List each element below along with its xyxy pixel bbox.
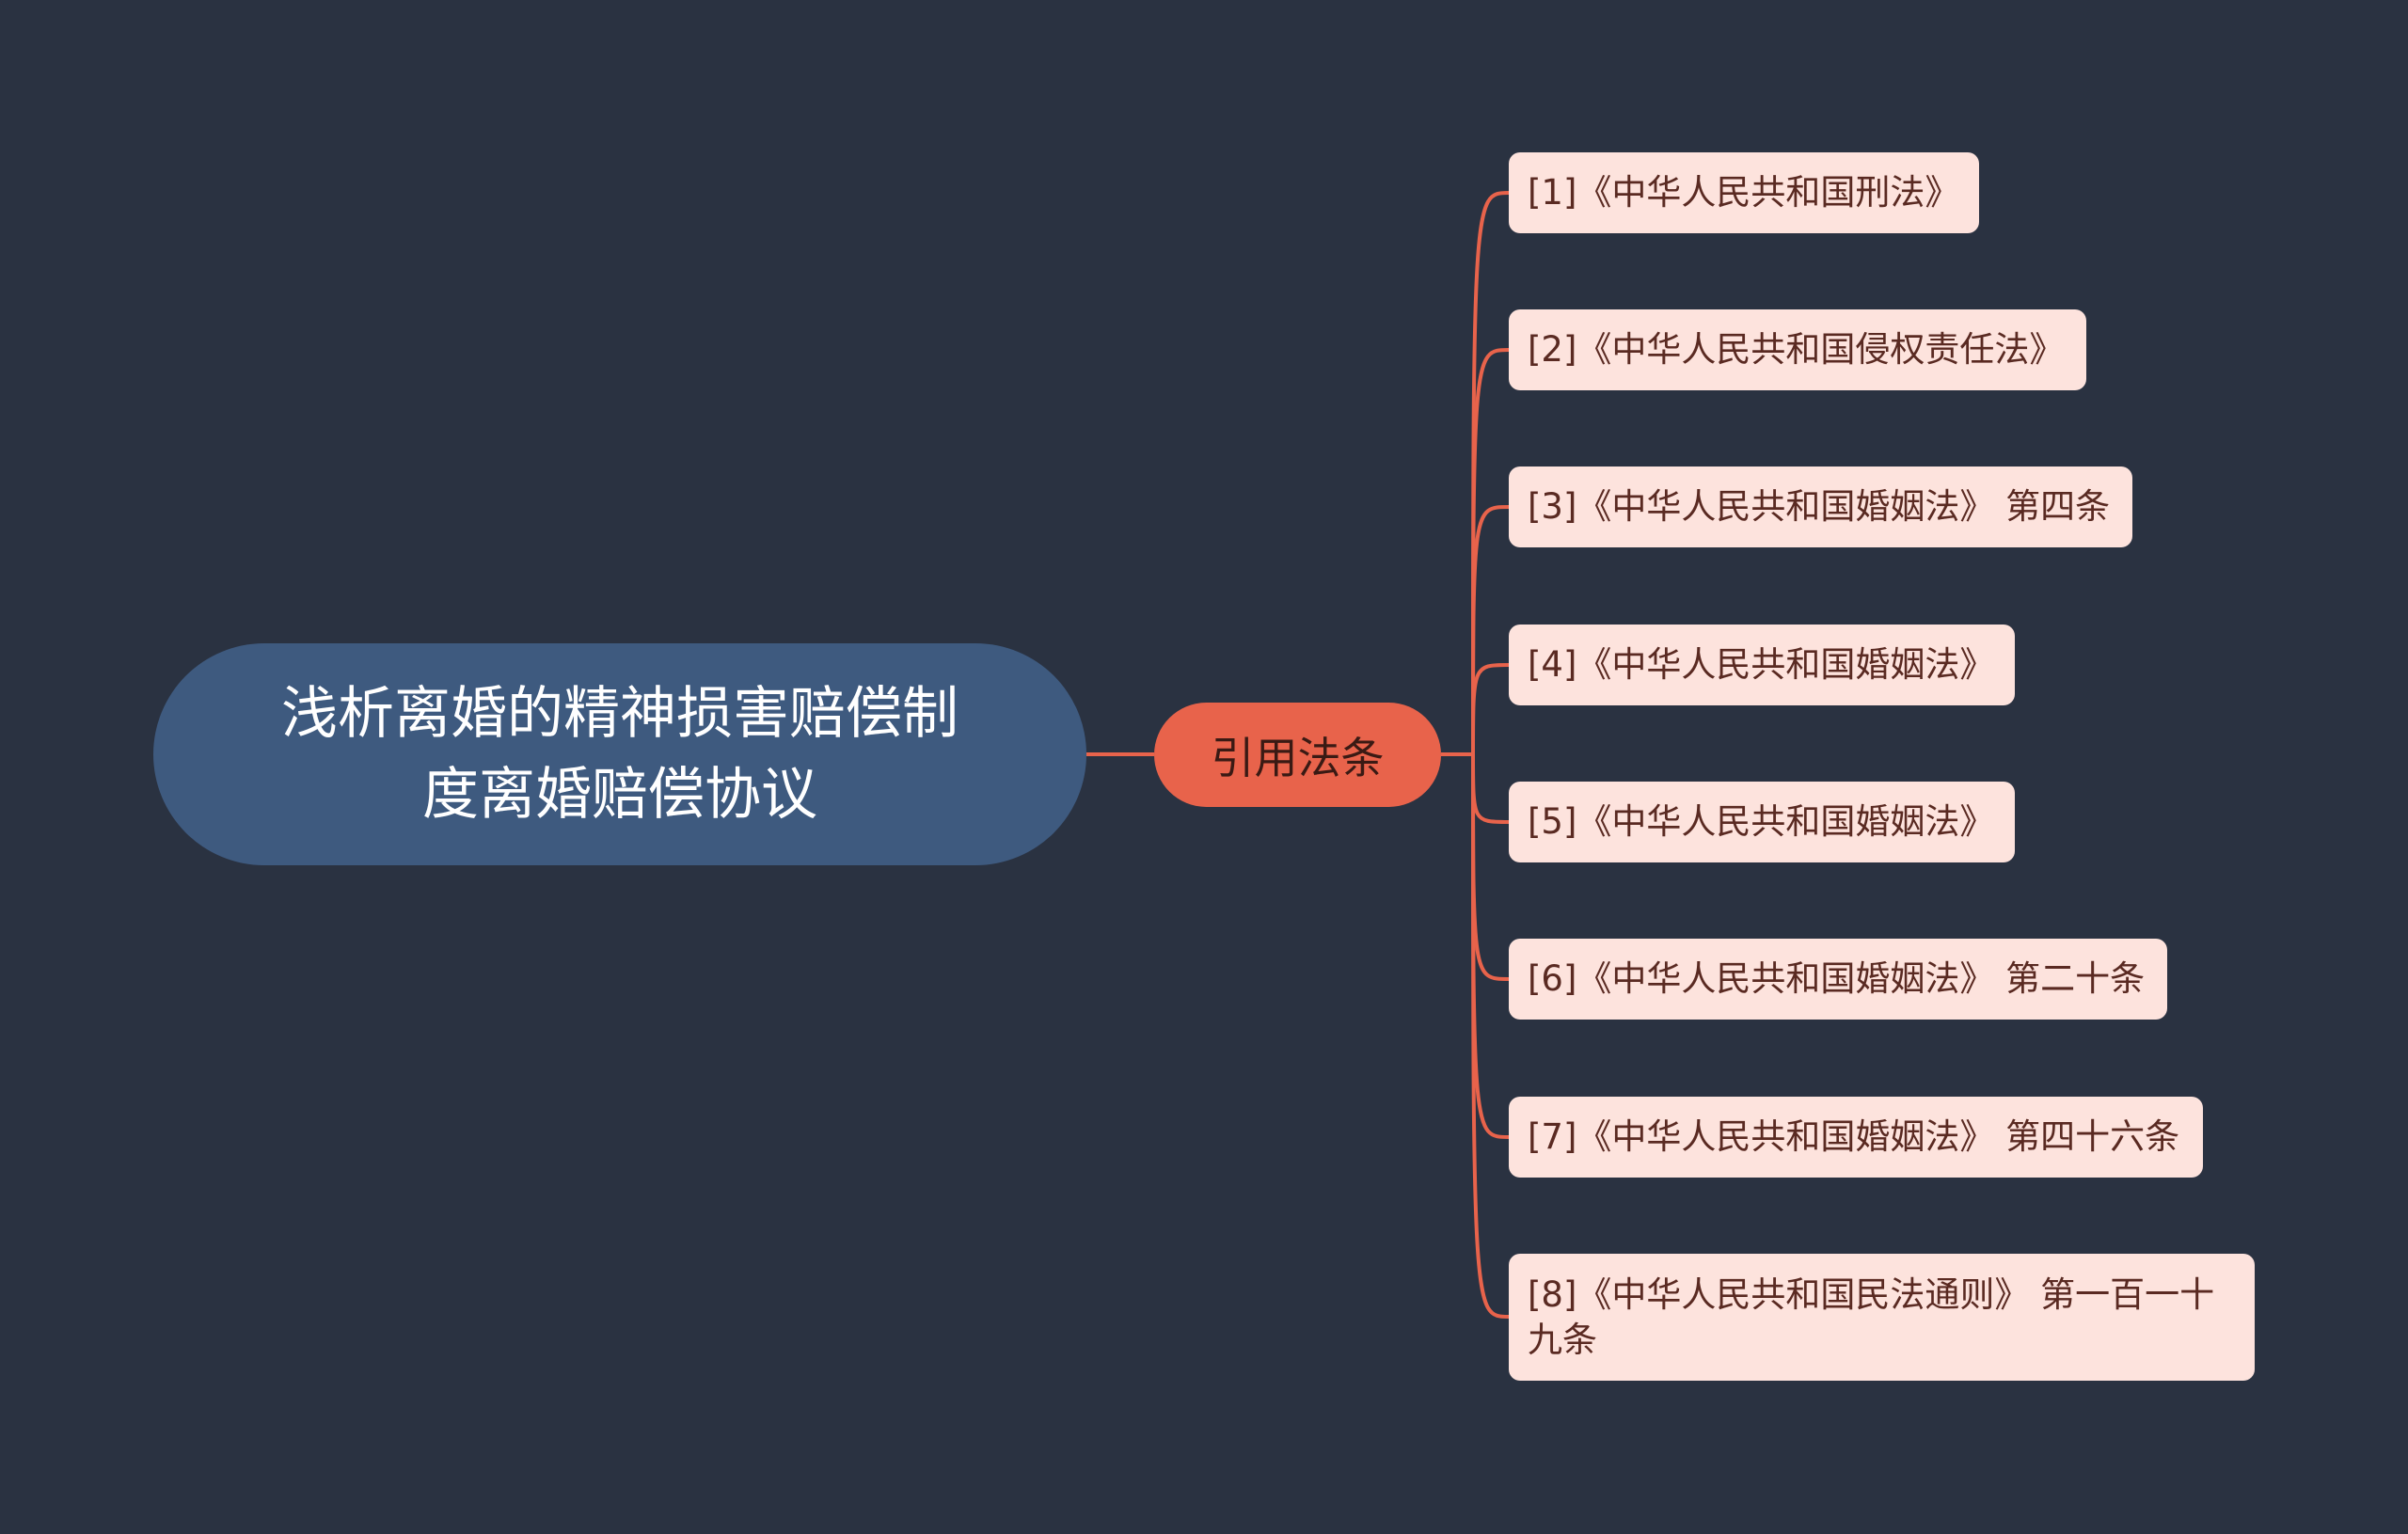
branch-topic-label: 引用法条 — [1211, 732, 1385, 783]
leaf-node-6[interactable]: [6]《中华人民共和国婚姻法》 第二十条 — [1509, 939, 2167, 1020]
connector-leaf-2 — [1471, 348, 1510, 755]
leaf-node-8[interactable]: [8]《中华人民共和国民法通则》 第一百一十九条 — [1509, 1254, 2255, 1381]
leaf-label: [4]《中华人民共和国婚姻法》 — [1528, 644, 1995, 685]
leaf-node-1[interactable]: [1]《中华人民共和国刑法》 — [1509, 152, 1979, 233]
leaf-node-3[interactable]: [3]《中华人民共和国婚姻法》 第四条 — [1509, 467, 2132, 547]
leaf-label: [2]《中华人民共和国侵权责任法》 — [1528, 329, 2065, 370]
leaf-node-7[interactable]: [7]《中华人民共和国婚姻法》 第四十六条 — [1509, 1097, 2203, 1178]
root-topic-label: 浅析离婚的精神损害赔偿制度离婚赔偿协议 — [281, 681, 958, 828]
connector-leaf-5 — [1471, 753, 1510, 824]
leaf-label: [7]《中华人民共和国婚姻法》 第四十六条 — [1528, 1116, 2180, 1157]
leaf-node-5[interactable]: [5]《中华人民共和国婚姻法》 — [1509, 782, 2015, 862]
leaf-label: [1]《中华人民共和国刑法》 — [1528, 172, 1960, 213]
connector-leaf-1 — [1471, 191, 1510, 755]
leaf-label: [3]《中华人民共和国婚姻法》 第四条 — [1528, 486, 2111, 527]
leaf-label: [5]《中华人民共和国婚姻法》 — [1528, 801, 1995, 842]
connector-leaf-6 — [1471, 753, 1510, 981]
root-topic-node[interactable]: 浅析离婚的精神损害赔偿制度离婚赔偿协议 — [153, 643, 1086, 865]
branch-topic-node[interactable]: 引用法条 — [1154, 703, 1441, 807]
leaf-label: [6]《中华人民共和国婚姻法》 第二十条 — [1528, 958, 2146, 999]
leaf-node-4[interactable]: [4]《中华人民共和国婚姻法》 — [1509, 625, 2015, 705]
connector-leaf-3 — [1471, 505, 1510, 755]
connector-leaf-8 — [1471, 753, 1510, 1319]
leaf-node-2[interactable]: [2]《中华人民共和国侵权责任法》 — [1509, 309, 2086, 390]
leaf-label: [8]《中华人民共和国民法通则》 第一百一十九条 — [1528, 1273, 2215, 1360]
connector-leaf-4 — [1471, 663, 1510, 755]
